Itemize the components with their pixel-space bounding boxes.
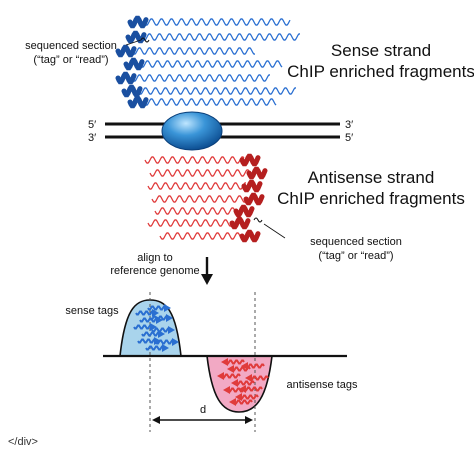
antisense-fragments xyxy=(144,153,268,243)
sense-callout-line1: sequenced section xyxy=(25,40,117,52)
align-label-line1: align to xyxy=(137,252,172,264)
antisense-read-tag xyxy=(239,153,261,167)
antisense-read-tag xyxy=(241,179,263,193)
antisense-read-tag xyxy=(246,166,268,180)
antisense-fragment xyxy=(147,179,263,193)
sense-callout: sequenced section (“tag” or “read”) xyxy=(25,37,150,66)
sense-read-tag xyxy=(127,95,149,109)
dna-bottom-right-end: 5′ xyxy=(345,132,353,144)
bracket-icon xyxy=(253,217,263,223)
antisense-callout-line1: sequenced section xyxy=(310,236,402,248)
antisense-tag-arrow-icon xyxy=(229,398,253,406)
antisense-tag-arrow-icon xyxy=(241,362,265,370)
antisense-title-line2: ChIP enriched fragments xyxy=(277,189,465,208)
antisense-fragment xyxy=(154,204,255,218)
antisense-callout: sequenced section (“tag” or “read”) xyxy=(253,217,402,262)
sense-callout-line2: (“tag” or “read”) xyxy=(33,54,108,66)
sense-tags-label: sense tags xyxy=(65,305,119,317)
antisense-fragment xyxy=(147,216,251,230)
sense-fragment xyxy=(125,30,300,44)
sense-fragments xyxy=(115,15,300,109)
antisense-fragment xyxy=(159,229,261,243)
sense-fragment xyxy=(123,57,283,71)
sense-title-line1: Sense strand xyxy=(331,41,431,60)
dna-double-strand: 5′ 3′ 3′ 5′ xyxy=(88,119,353,144)
sense-tag-arrow-icon xyxy=(135,309,159,317)
dna-bottom-left-end: 3′ xyxy=(88,132,96,144)
sense-fragment xyxy=(127,95,277,109)
antisense-tag-arrow-icon xyxy=(231,379,255,387)
antisense-tag-arrow-icon xyxy=(245,374,269,382)
antisense-fragment xyxy=(151,192,265,206)
callout-pointer xyxy=(263,223,286,239)
sense-tag-arrow-icon xyxy=(147,304,171,312)
antisense-tag-arrow-icon xyxy=(217,372,241,380)
antisense-read-tag xyxy=(239,229,261,243)
sense-read-tag xyxy=(125,30,147,44)
sense-tag-arrow-icon xyxy=(155,338,179,346)
sense-read-tag xyxy=(127,15,149,29)
antisense-fragment xyxy=(149,166,268,180)
antisense-read-tag xyxy=(243,192,265,206)
sense-tag-arrow-icon xyxy=(145,344,169,352)
antisense-fragment xyxy=(144,153,261,167)
callout-pointer xyxy=(125,39,142,46)
sense-read-tag xyxy=(121,84,143,98)
sense-fragment xyxy=(115,71,270,85)
sense-fragment xyxy=(121,84,296,98)
antisense-title-line1: Antisense strand xyxy=(308,168,435,187)
tag-profile: d sense tags antisense tags xyxy=(65,292,358,432)
distance-label: d xyxy=(200,404,206,416)
sense-tag-arrow-icon xyxy=(139,316,163,324)
nucleosome xyxy=(161,111,223,151)
antisense-tag-arrow-icon xyxy=(221,358,245,366)
sense-read-tag xyxy=(115,71,137,85)
sense-tag-arrows xyxy=(133,304,179,352)
dna-top-right-end: 3′ xyxy=(345,119,353,131)
sense-title-line2: ChIP enriched fragments xyxy=(287,62,474,81)
antisense-callout-line2: (“tag” or “read”) xyxy=(318,250,393,262)
antisense-tag-arrow-icon xyxy=(239,385,263,393)
footer-text: </div> xyxy=(8,436,38,448)
sense-tag-arrow-icon xyxy=(133,323,157,331)
antisense-tag-arrows xyxy=(217,358,269,406)
bracket-icon xyxy=(140,37,150,43)
dna-top-left-end: 5′ xyxy=(88,119,96,131)
sense-fragment xyxy=(127,15,291,29)
antisense-tags-label: antisense tags xyxy=(287,379,358,391)
align-label-line2: reference genome xyxy=(110,265,199,277)
sense-read-tag xyxy=(115,44,137,58)
antisense-read-tag xyxy=(233,204,255,218)
sense-tag-arrow-icon xyxy=(149,314,173,322)
sense-read-tag xyxy=(123,57,145,71)
sense-tag-arrow-icon xyxy=(151,326,175,334)
antisense-tag-arrow-icon xyxy=(235,393,259,401)
down-arrow-icon xyxy=(201,257,213,285)
distance-arrow-icon xyxy=(152,416,253,424)
sense-fragment xyxy=(115,44,255,58)
antisense-read-tag xyxy=(229,216,251,230)
